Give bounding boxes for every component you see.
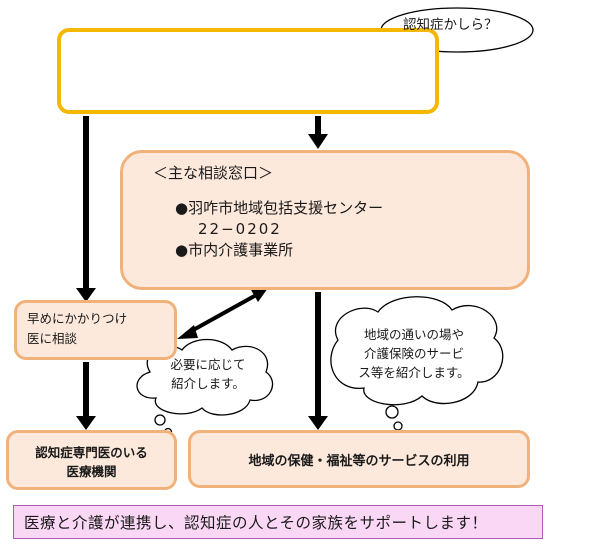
bubble-mid-line1: 必要に応じて bbox=[170, 357, 246, 372]
services-label: 地域の保健・福祉等のサービスの利用 bbox=[248, 453, 470, 469]
services-box: 地域の保健・福祉等のサービスの利用 bbox=[188, 430, 530, 488]
arrowhead-consult bbox=[308, 134, 328, 149]
bubble-mid-line2: 紹介します。 bbox=[171, 376, 245, 391]
bubble-right-line3: ス等を紹介します。 bbox=[358, 365, 470, 380]
bubble-right-text: 地域の通いの場や 介護保険のサービ ス等を紹介します。 bbox=[348, 325, 480, 382]
consultation-box: ＜主な相談窓口＞ ●羽咋市地域包括支援センター 22−0202 ●市内介護事業所 bbox=[120, 150, 530, 290]
early-consult-line1: 早めにかかりつけ bbox=[27, 311, 128, 326]
footer-text: 医療と介護が連携し、認知症の人とその家族をサポートします！ bbox=[24, 514, 488, 532]
concern-panel bbox=[57, 28, 439, 114]
bubble-right-line1: 地域の通いの場や bbox=[363, 327, 464, 342]
bubble-right-line2: 介護保険のサービ bbox=[363, 346, 464, 361]
arrowhead-services bbox=[308, 416, 328, 430]
consultation-item-care: ●市内介護事業所 bbox=[175, 241, 294, 259]
early-consult-box: 早めにかかりつけ 医に相談 bbox=[14, 300, 177, 360]
consultation-item-center: ●羽咋市地域包括支援センター bbox=[175, 199, 384, 217]
bubble-mid-text: 必要に応じて 紹介します。 bbox=[158, 355, 258, 393]
consultation-phone: 22−0202 bbox=[198, 220, 282, 238]
thought-bubble-text: 認知症かしら？ bbox=[403, 17, 498, 33]
double-arrow-head-upper bbox=[251, 288, 268, 302]
double-arrow-head-lower bbox=[177, 325, 198, 339]
consultation-title: ＜主な相談窓口＞ bbox=[153, 164, 274, 182]
specialist-line2: 医療機関 bbox=[66, 464, 117, 479]
specialist-box: 認知症専門医のいる 医療機関 bbox=[6, 430, 177, 490]
specialist-line1: 認知症専門医のいる bbox=[35, 445, 148, 460]
arrowhead-early-consult bbox=[76, 288, 96, 302]
footer-banner: 医療と介護が連携し、認知症の人とその家族をサポートします！ bbox=[13, 505, 543, 539]
early-consult-line2: 医に相談 bbox=[27, 331, 78, 346]
cloud-bubble-right bbox=[330, 296, 504, 431]
double-arrow-link bbox=[185, 292, 259, 336]
arrowhead-specialist bbox=[76, 416, 96, 430]
